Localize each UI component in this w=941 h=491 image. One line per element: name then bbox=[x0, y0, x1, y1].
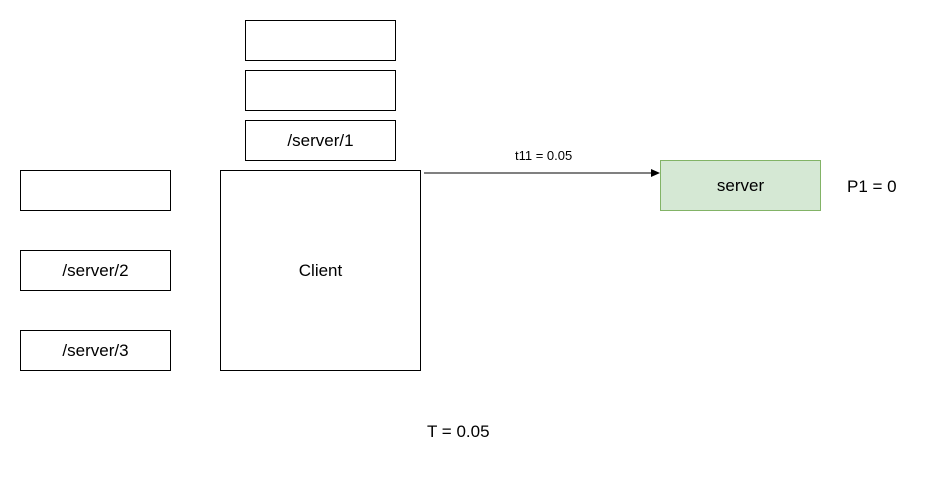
client-stack-box-3[interactable]: /server/1 bbox=[245, 120, 396, 161]
edge-label: t11 = 0.05 bbox=[515, 148, 573, 163]
left-queue-box-2[interactable]: /server/2 bbox=[20, 250, 171, 291]
total-label: T = 0.05 bbox=[427, 422, 490, 441]
client-stack-box-2[interactable] bbox=[245, 70, 396, 111]
left-queue-box-1[interactable] bbox=[20, 170, 171, 211]
p1-label: P1 = 0 bbox=[847, 177, 897, 196]
client-box[interactable]: Client bbox=[220, 170, 421, 371]
left-queue-box-3[interactable]: /server/3 bbox=[20, 330, 171, 371]
server-box[interactable]: server bbox=[660, 160, 821, 211]
client-stack-box-1[interactable] bbox=[245, 20, 396, 61]
arrow-head bbox=[651, 169, 660, 177]
